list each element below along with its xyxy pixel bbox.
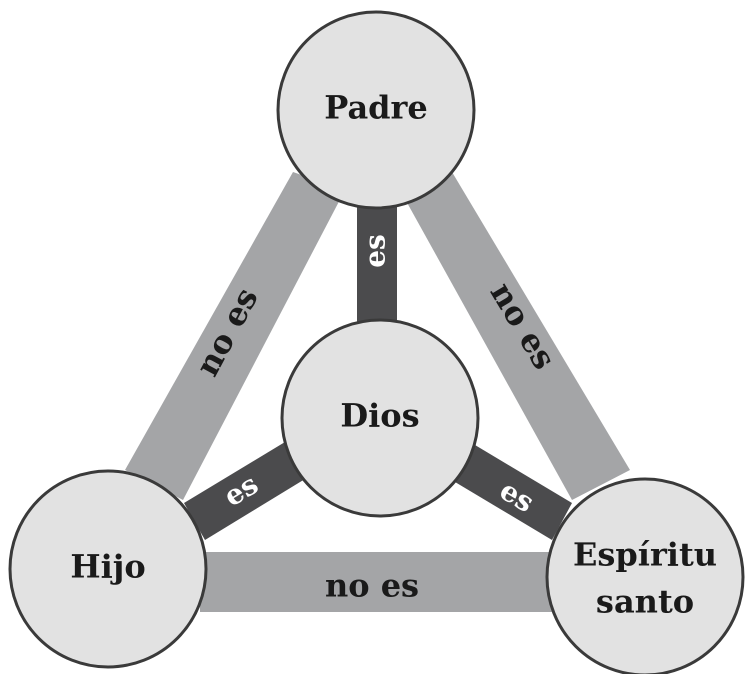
bar-hijo-espiritu xyxy=(200,552,555,612)
node-hijo: Hijo xyxy=(8,469,208,669)
node-hijo-label: Hijo xyxy=(70,548,145,586)
bar-espiritu-dios xyxy=(450,442,572,540)
inner-bars xyxy=(184,190,572,540)
node-dios-label: Dios xyxy=(340,397,419,435)
bar-hijo-dios xyxy=(184,442,305,540)
bar-padre-espiritu xyxy=(400,172,630,500)
outer-bars xyxy=(125,172,630,612)
node-espiritu-circle xyxy=(545,477,745,674)
node-espiritu-santo: Espíritu santo xyxy=(545,477,745,674)
node-espiritu-label-line1: Espíritu xyxy=(573,536,717,574)
bar-padre-hijo xyxy=(125,172,345,500)
node-dios-circle xyxy=(280,318,480,518)
node-padre: Padre xyxy=(276,10,476,210)
node-hijo-circle xyxy=(8,469,208,669)
bar-padre-dios xyxy=(357,190,397,330)
node-dios: Dios xyxy=(280,318,480,518)
node-padre-label: Padre xyxy=(324,89,428,127)
label-hijo-espiritu: no es xyxy=(325,567,419,605)
label-padre-dios: es xyxy=(359,234,392,268)
node-padre-circle xyxy=(276,10,476,210)
node-espiritu-label-line2: santo xyxy=(596,583,694,621)
